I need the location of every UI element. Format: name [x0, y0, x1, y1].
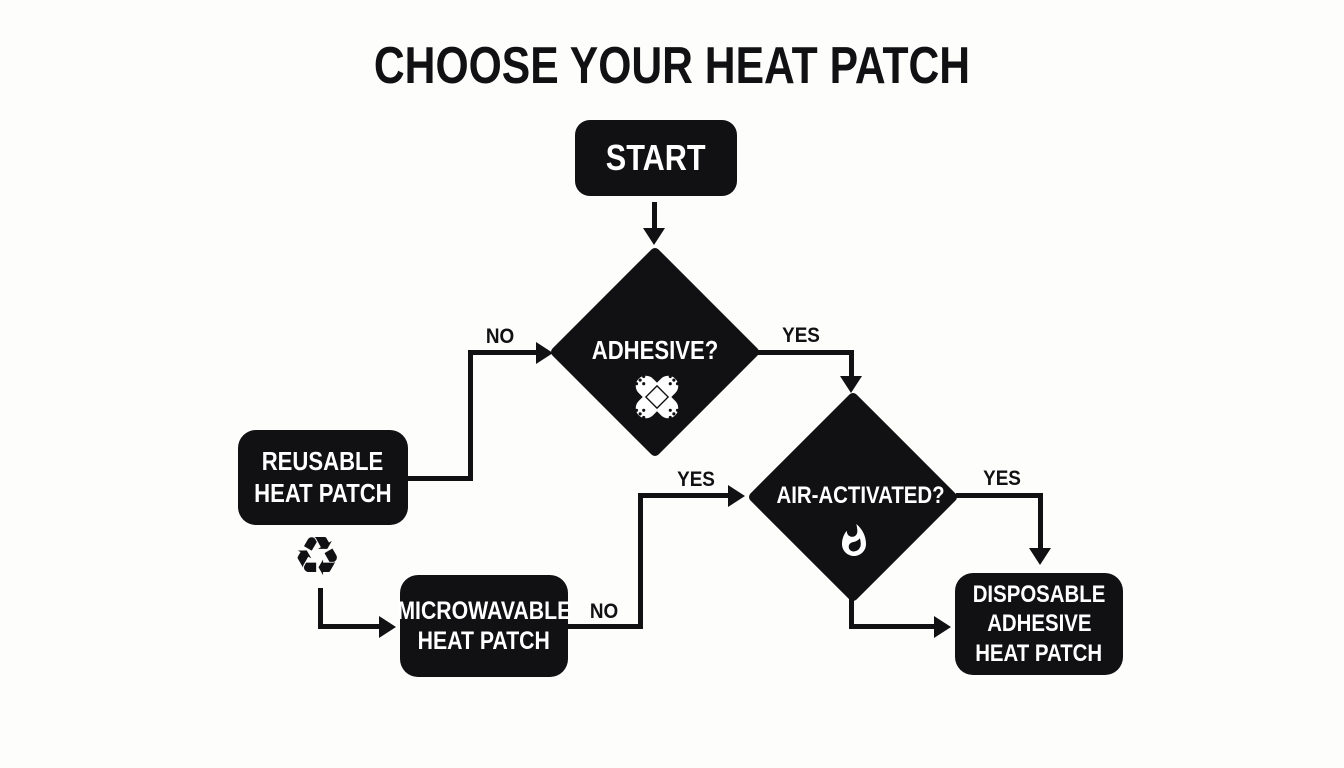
- connector-microwavable-elbow: [566, 624, 643, 629]
- recycle-icon: ♻: [293, 527, 342, 587]
- node-label-line: DISPOSABLE: [972, 581, 1106, 609]
- arrowhead-right-icon: [934, 616, 951, 638]
- decision-adhesive-label: ADHESIVE?: [591, 335, 719, 365]
- connector-yes-horizontal: [758, 350, 854, 355]
- arrowhead-down-icon: [840, 376, 862, 393]
- node-reusable-heat-patch: REUSABLE HEAT PATCH: [238, 430, 408, 525]
- decision-air-activated-label: AIR-ACTIVATED?: [776, 482, 945, 509]
- arrowhead-right-icon: [379, 616, 396, 638]
- connector-air-yes-vertical: [1038, 493, 1043, 550]
- connector-recycle-horizontal: [318, 624, 381, 629]
- node-label-line: MICROWAVABLE: [397, 596, 571, 625]
- connector-air-bottom-horizontal: [849, 624, 936, 629]
- connector-air-left-horizontal: [638, 493, 730, 498]
- node-label-line: ADHESIVE: [986, 610, 1092, 638]
- connector-air-bottom-vertical: [849, 598, 854, 629]
- connector-microwavable-vertical: [638, 493, 643, 629]
- connector-reusable-vertical: [468, 350, 473, 481]
- flame-icon: [842, 524, 866, 556]
- edge-label-yes: YES: [677, 468, 715, 491]
- bandage-icon: [634, 374, 680, 420]
- connector-reusable-elbow: [408, 476, 473, 481]
- node-label-line: HEAT PATCH: [975, 639, 1103, 667]
- connector-air-yes-horizontal: [956, 493, 1043, 498]
- node-label-line: HEAT PATCH: [417, 627, 551, 655]
- connector-no-horizontal: [468, 350, 538, 355]
- edge-label-yes: YES: [983, 467, 1021, 490]
- arrowhead-down-icon: [1029, 548, 1051, 565]
- connector-recycle-vertical: [318, 588, 323, 629]
- node-label-line: HEAT PATCH: [254, 477, 392, 508]
- node-microwavable-heat-patch: MICROWAVABLE HEAT PATCH: [397, 575, 571, 677]
- edge-label-yes: YES: [782, 324, 820, 347]
- connector-yes-vertical: [849, 350, 854, 378]
- edge-label-no: NO: [589, 600, 619, 623]
- arrowhead-right-icon: [728, 485, 745, 507]
- arrowhead-right-icon: [536, 342, 553, 364]
- connector-start-adhesive: [652, 202, 657, 230]
- node-label-line: REUSABLE: [262, 445, 384, 476]
- node-disposable-adhesive-heat-patch: DISPOSABLE ADHESIVE HEAT PATCH: [955, 573, 1123, 675]
- page-title: CHOOSE YOUR HEAT PATCH: [373, 37, 971, 95]
- start-label: START: [606, 137, 706, 179]
- start-node: START: [575, 120, 737, 196]
- edge-label-no: NO: [485, 325, 515, 348]
- arrowhead-down-icon: [643, 228, 665, 245]
